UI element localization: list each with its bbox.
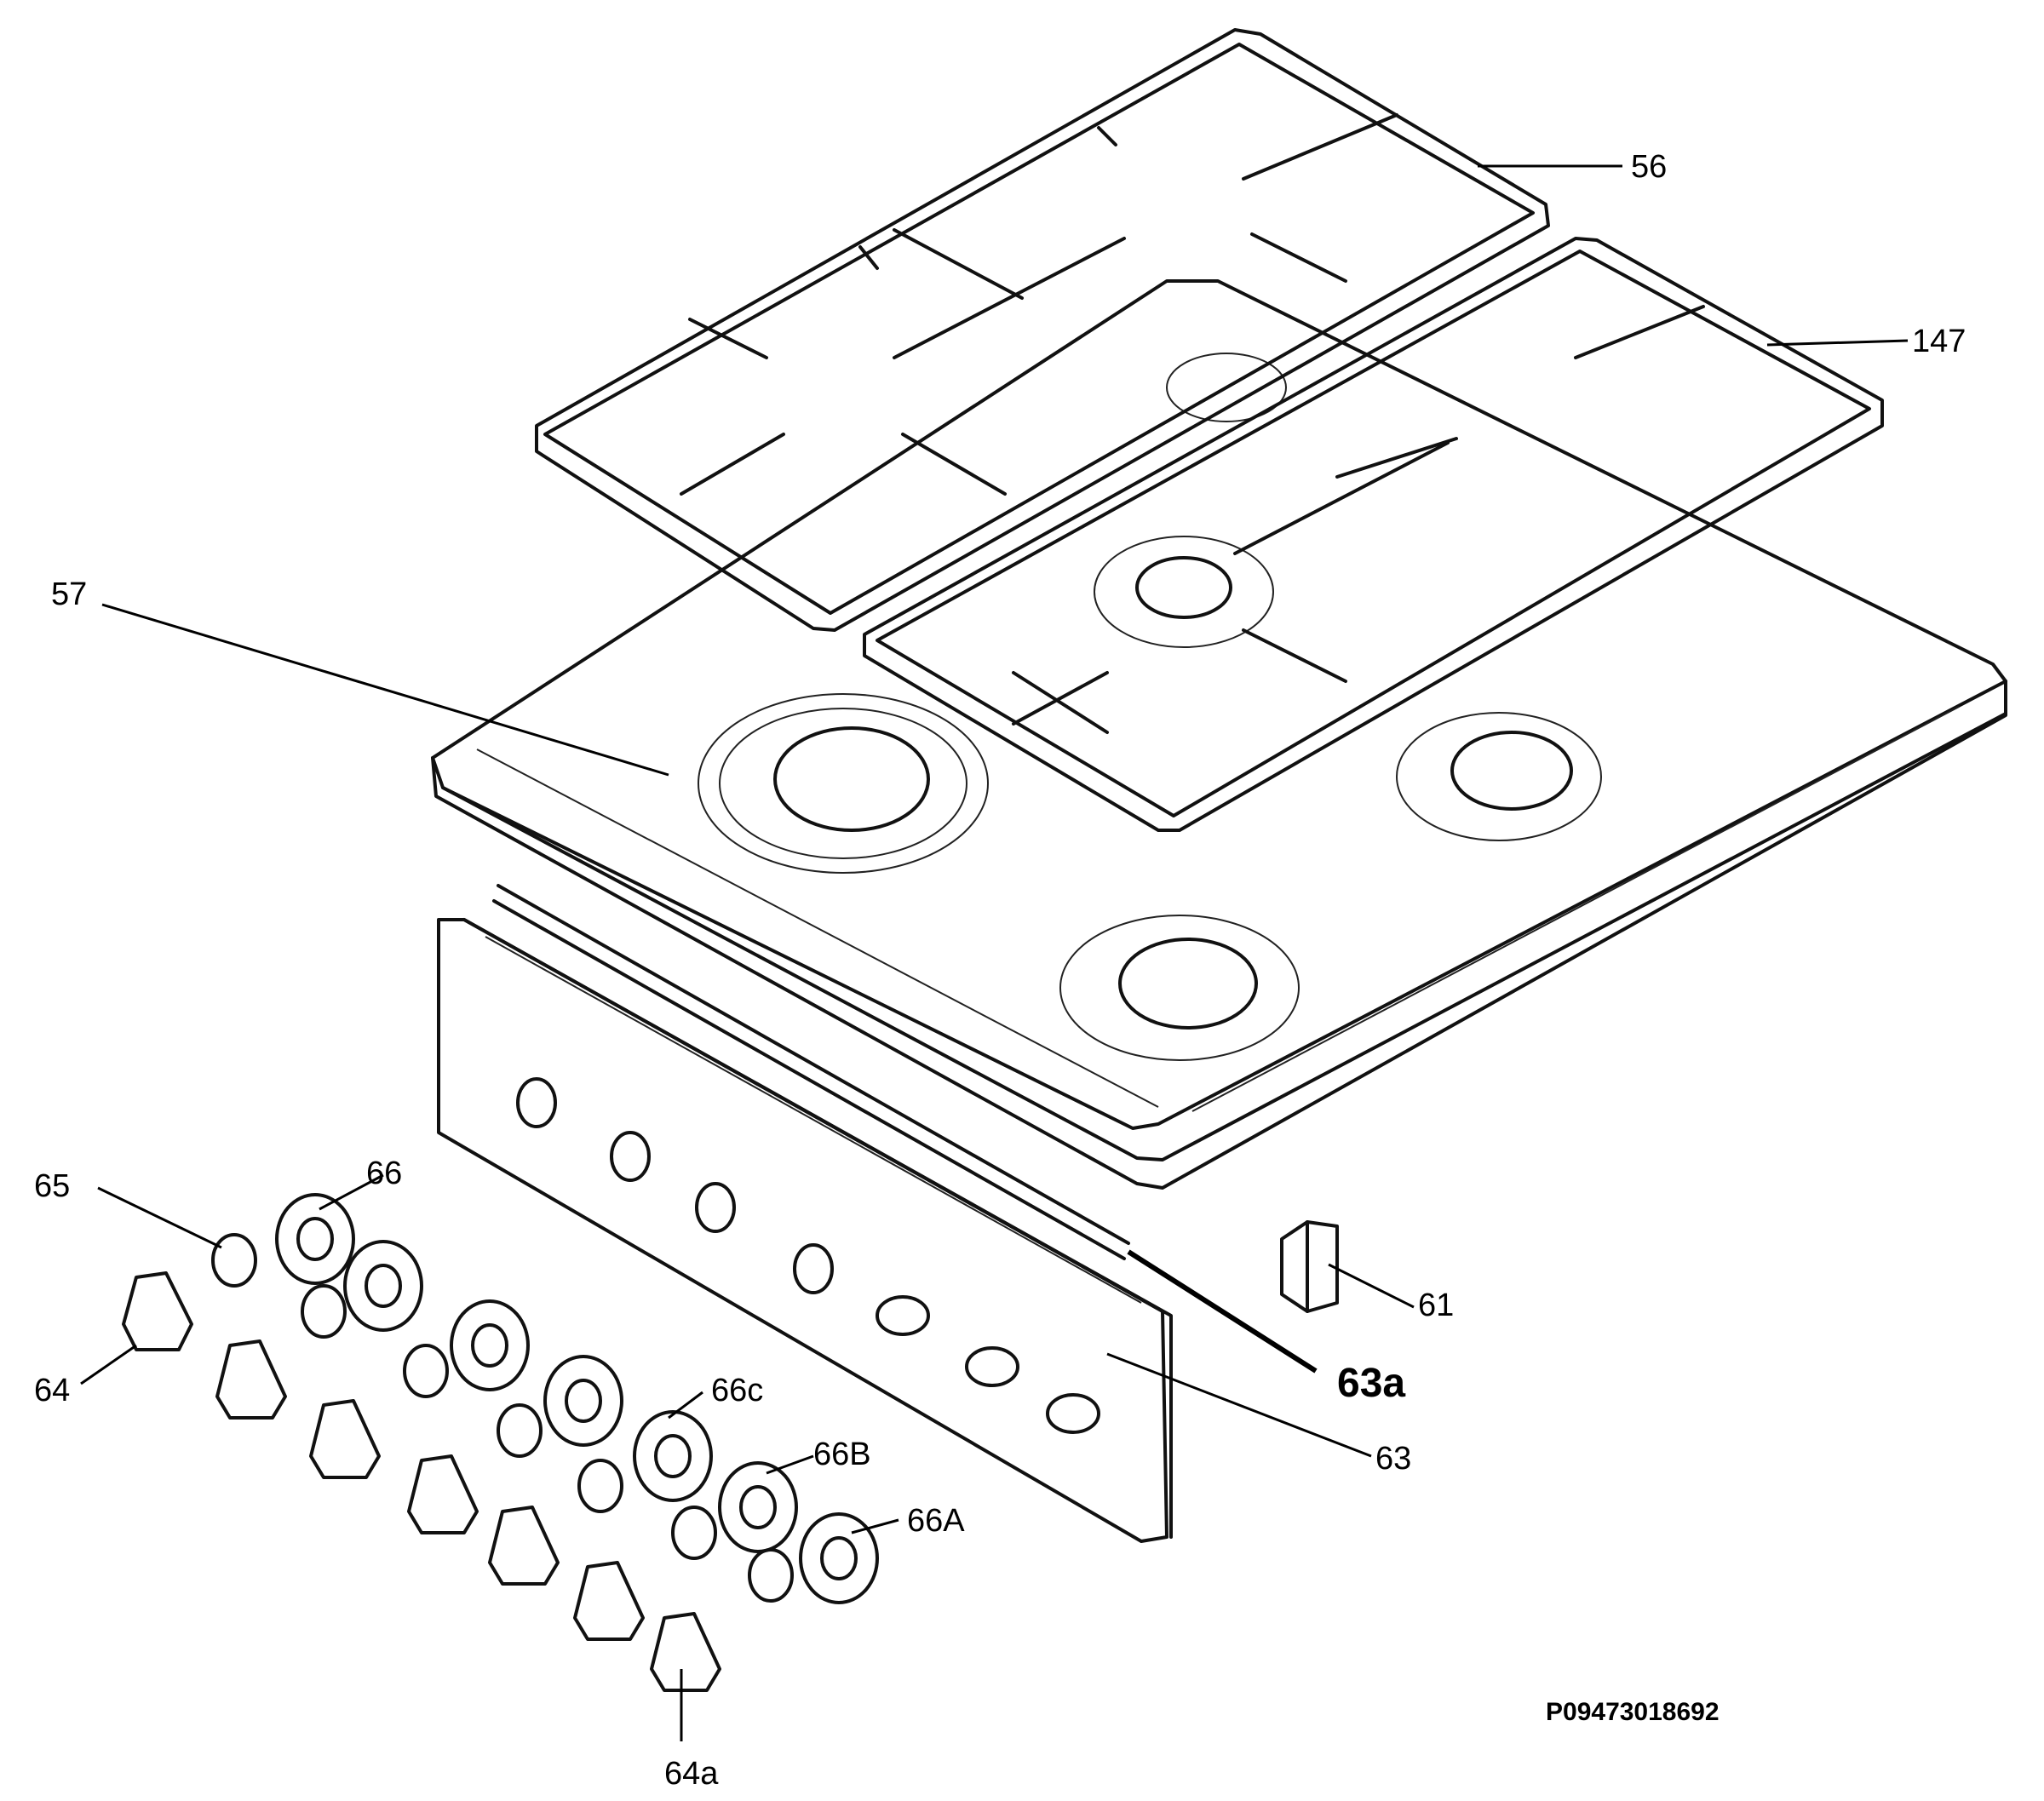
callout-57: 57 xyxy=(51,576,87,612)
burner-front-left xyxy=(698,693,989,874)
burner-center xyxy=(1094,536,1274,648)
control-knobs xyxy=(122,1271,721,1692)
callout-65: 65 xyxy=(34,1168,70,1204)
pan-support-right xyxy=(863,237,1884,832)
springs xyxy=(211,1233,794,1603)
leader-lines xyxy=(80,164,1909,1741)
pan-support-left xyxy=(535,28,1550,632)
callout-66c: 66c xyxy=(711,1373,763,1408)
burner-rear-right xyxy=(1396,712,1602,841)
clip xyxy=(1280,1220,1339,1313)
bezel-rings xyxy=(275,1193,879,1604)
callout-61: 61 xyxy=(1418,1288,1454,1323)
callout-66b: 66B xyxy=(813,1437,871,1472)
burner-rear-left xyxy=(1166,353,1287,422)
callout-56: 56 xyxy=(1631,149,1667,185)
hob-top-plate xyxy=(431,279,2007,1190)
callout-63: 63 xyxy=(1375,1441,1411,1477)
knob-holes xyxy=(516,1077,1100,1434)
callout-66a: 66A xyxy=(907,1503,965,1539)
callout-63a: 63a xyxy=(1337,1361,1405,1406)
callout-64a: 64a xyxy=(664,1756,719,1792)
callout-66: 66 xyxy=(366,1156,402,1191)
burner-front-right xyxy=(1059,915,1300,1061)
seal-strip xyxy=(492,884,1130,1260)
callout-64: 64 xyxy=(34,1373,70,1408)
control-panel xyxy=(437,918,1173,1543)
callout-147: 147 xyxy=(1912,324,1966,359)
drawing-code: P09473018692 xyxy=(1546,1698,1720,1726)
